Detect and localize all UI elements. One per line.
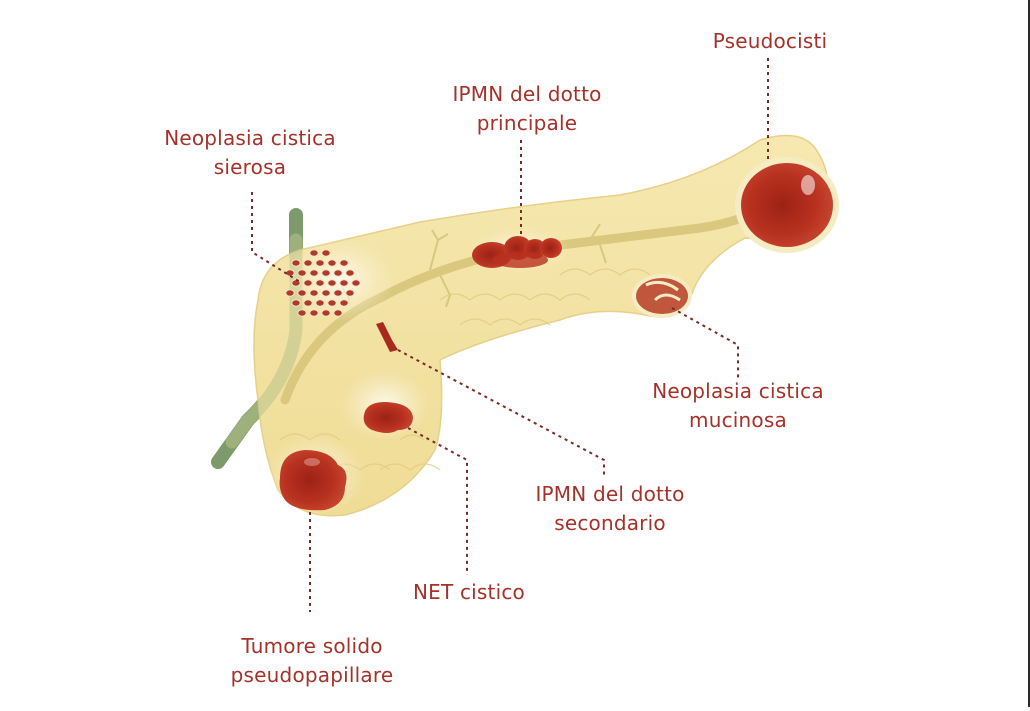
microcyst <box>327 259 337 267</box>
label-pseudocisti: Pseudocisti <box>712 29 828 53</box>
microcyst <box>339 299 349 307</box>
lesion-neoplasia-sierosa <box>285 249 361 317</box>
microcyst <box>309 309 319 317</box>
microcyst <box>309 249 319 257</box>
label-ipmn-secondario: IPMN del dotto secondario <box>535 482 685 535</box>
microcyst <box>345 269 355 277</box>
microcyst <box>333 289 343 297</box>
microcyst <box>315 279 325 287</box>
label-ipmn-principale: IPMN del dotto principale <box>452 82 602 135</box>
microcyst <box>339 259 349 267</box>
microcyst <box>303 279 313 287</box>
microcyst <box>321 289 331 297</box>
microcyst <box>327 279 337 287</box>
leader-lines <box>251 58 769 612</box>
microcyst <box>297 269 307 277</box>
microcyst <box>315 299 325 307</box>
microcyst <box>291 279 301 287</box>
microcyst <box>297 289 307 297</box>
cluster-sierosa <box>285 238 395 322</box>
label-neoplasia-mucinosa: Neoplasia cistica mucinosa <box>652 379 824 432</box>
microcyst <box>333 309 343 317</box>
lesion-pseudocisti <box>735 157 839 253</box>
microcyst <box>321 269 331 277</box>
leader-neoplasia-mucinosa <box>671 307 739 378</box>
label-tumore-spp: Tumore solido pseudopapillare <box>230 634 394 687</box>
microcyst <box>333 269 343 277</box>
microcyst <box>321 309 331 317</box>
label-net-cistico: NET cistico <box>413 580 525 604</box>
lesion-neoplasia-mucinosa <box>632 274 692 318</box>
microcyst <box>321 249 331 257</box>
microcyst <box>351 279 361 287</box>
microcyst <box>291 299 301 307</box>
microcyst <box>291 259 301 267</box>
lesion-ipmn-principale <box>472 236 562 268</box>
label-neoplasia-sierosa: Neoplasia cistica sierosa <box>164 126 336 179</box>
microcyst <box>285 289 295 297</box>
microcyst <box>327 299 337 307</box>
microcyst <box>339 279 349 287</box>
microcyst <box>303 259 313 267</box>
lesion-ipmn-secondario <box>376 322 398 352</box>
leader-net-cistico <box>407 427 468 575</box>
window-edge <box>1028 0 1030 707</box>
microcyst <box>309 269 319 277</box>
microcyst <box>315 259 325 267</box>
lesion-tumore-spp <box>279 450 347 511</box>
leader-ipmn-secondario <box>397 349 605 478</box>
microcyst <box>309 289 319 297</box>
microcyst <box>345 289 355 297</box>
microcyst <box>303 299 313 307</box>
microcyst <box>297 309 307 317</box>
lesion-net-cistico <box>363 402 413 433</box>
